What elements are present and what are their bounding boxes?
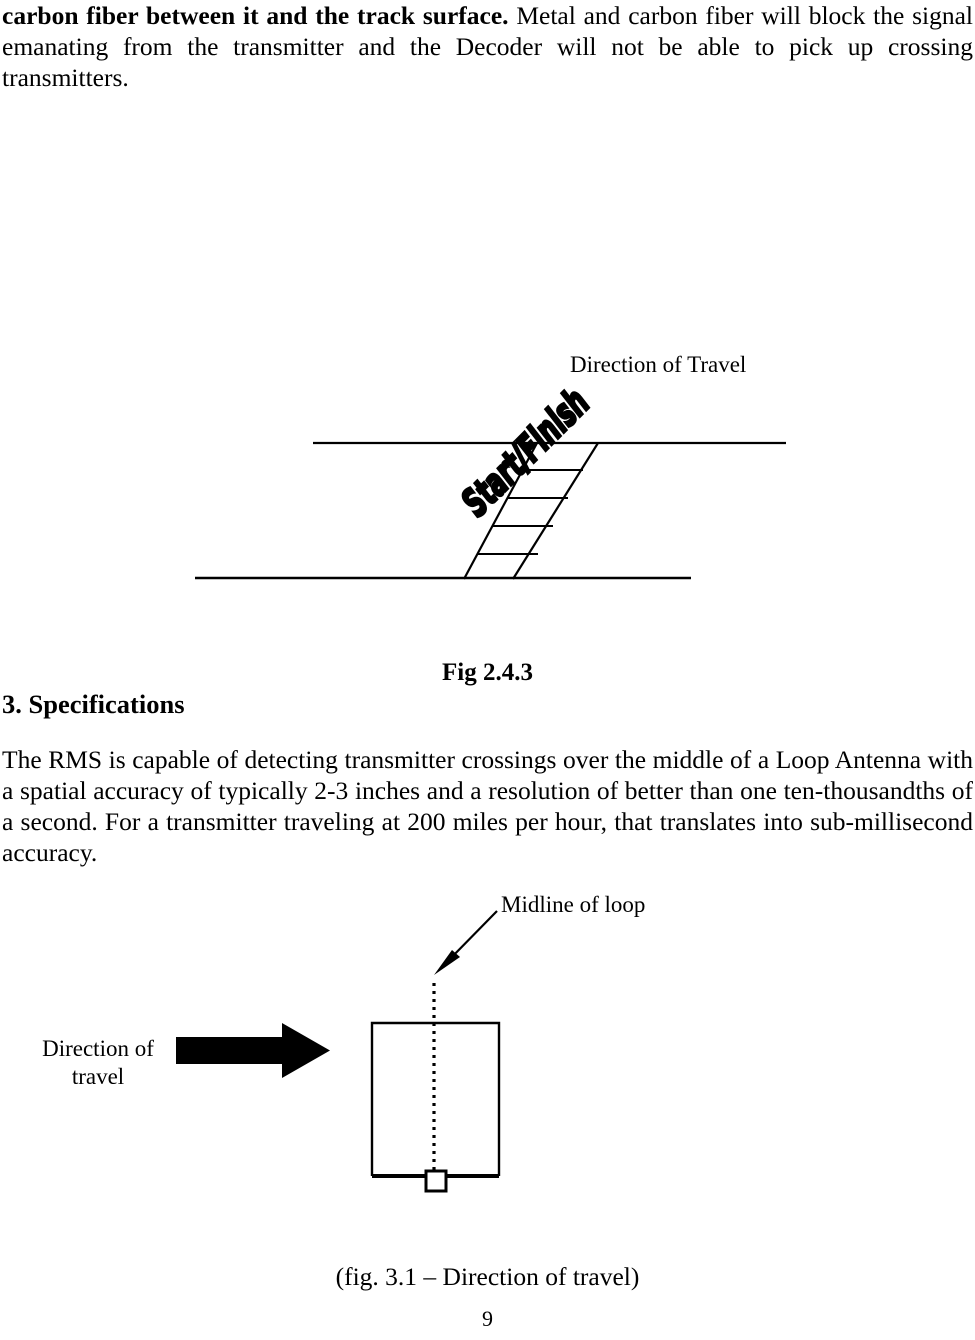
midline-leader-arrow <box>434 910 498 975</box>
start-finish-rail-right <box>512 442 599 580</box>
midline-of-loop-label: Midline of loop <box>501 892 646 917</box>
direction-of-travel-label-2: Direction of travel <box>28 1035 168 1091</box>
paragraph-carbon-fiber: carbon fiber between it and the track su… <box>2 0 973 93</box>
paragraph-lead-bold: carbon fiber between it and the track su… <box>2 1 509 30</box>
figure-2-4-3-graphic: Start/Finish <box>195 379 786 719</box>
paragraph-rest: Metal and carbon fiber will block the si… <box>2 1 973 92</box>
direction-of-travel-line1: Direction of <box>42 1036 154 1061</box>
start-finish-rail-left <box>463 442 538 580</box>
paragraph-specifications: The RMS is capable of detecting transmit… <box>2 745 973 867</box>
figure-3-1-graphic <box>176 910 501 1193</box>
figure-2-4-3: Start/Finish <box>0 320 975 719</box>
direction-of-travel-arrow-2 <box>176 1023 330 1078</box>
direction-of-travel-line2: travel <box>71 1064 125 1089</box>
page-number: 9 <box>482 1306 493 1331</box>
figure-3-1 <box>0 885 975 1205</box>
figure-3-1-caption: (fig. 3.1 – Direction of travel) <box>335 1262 640 1291</box>
loop-terminal-box <box>424 1169 448 1193</box>
section-heading-specifications: 3. Specifications <box>2 689 185 719</box>
figure-2-4-3-label: Fig 2.4.3 <box>442 659 533 686</box>
start-finish-label: Start/Finish <box>453 380 597 524</box>
direction-of-travel-label: Direction of Travel <box>570 352 747 377</box>
loop-antenna-outline <box>370 1021 501 1176</box>
